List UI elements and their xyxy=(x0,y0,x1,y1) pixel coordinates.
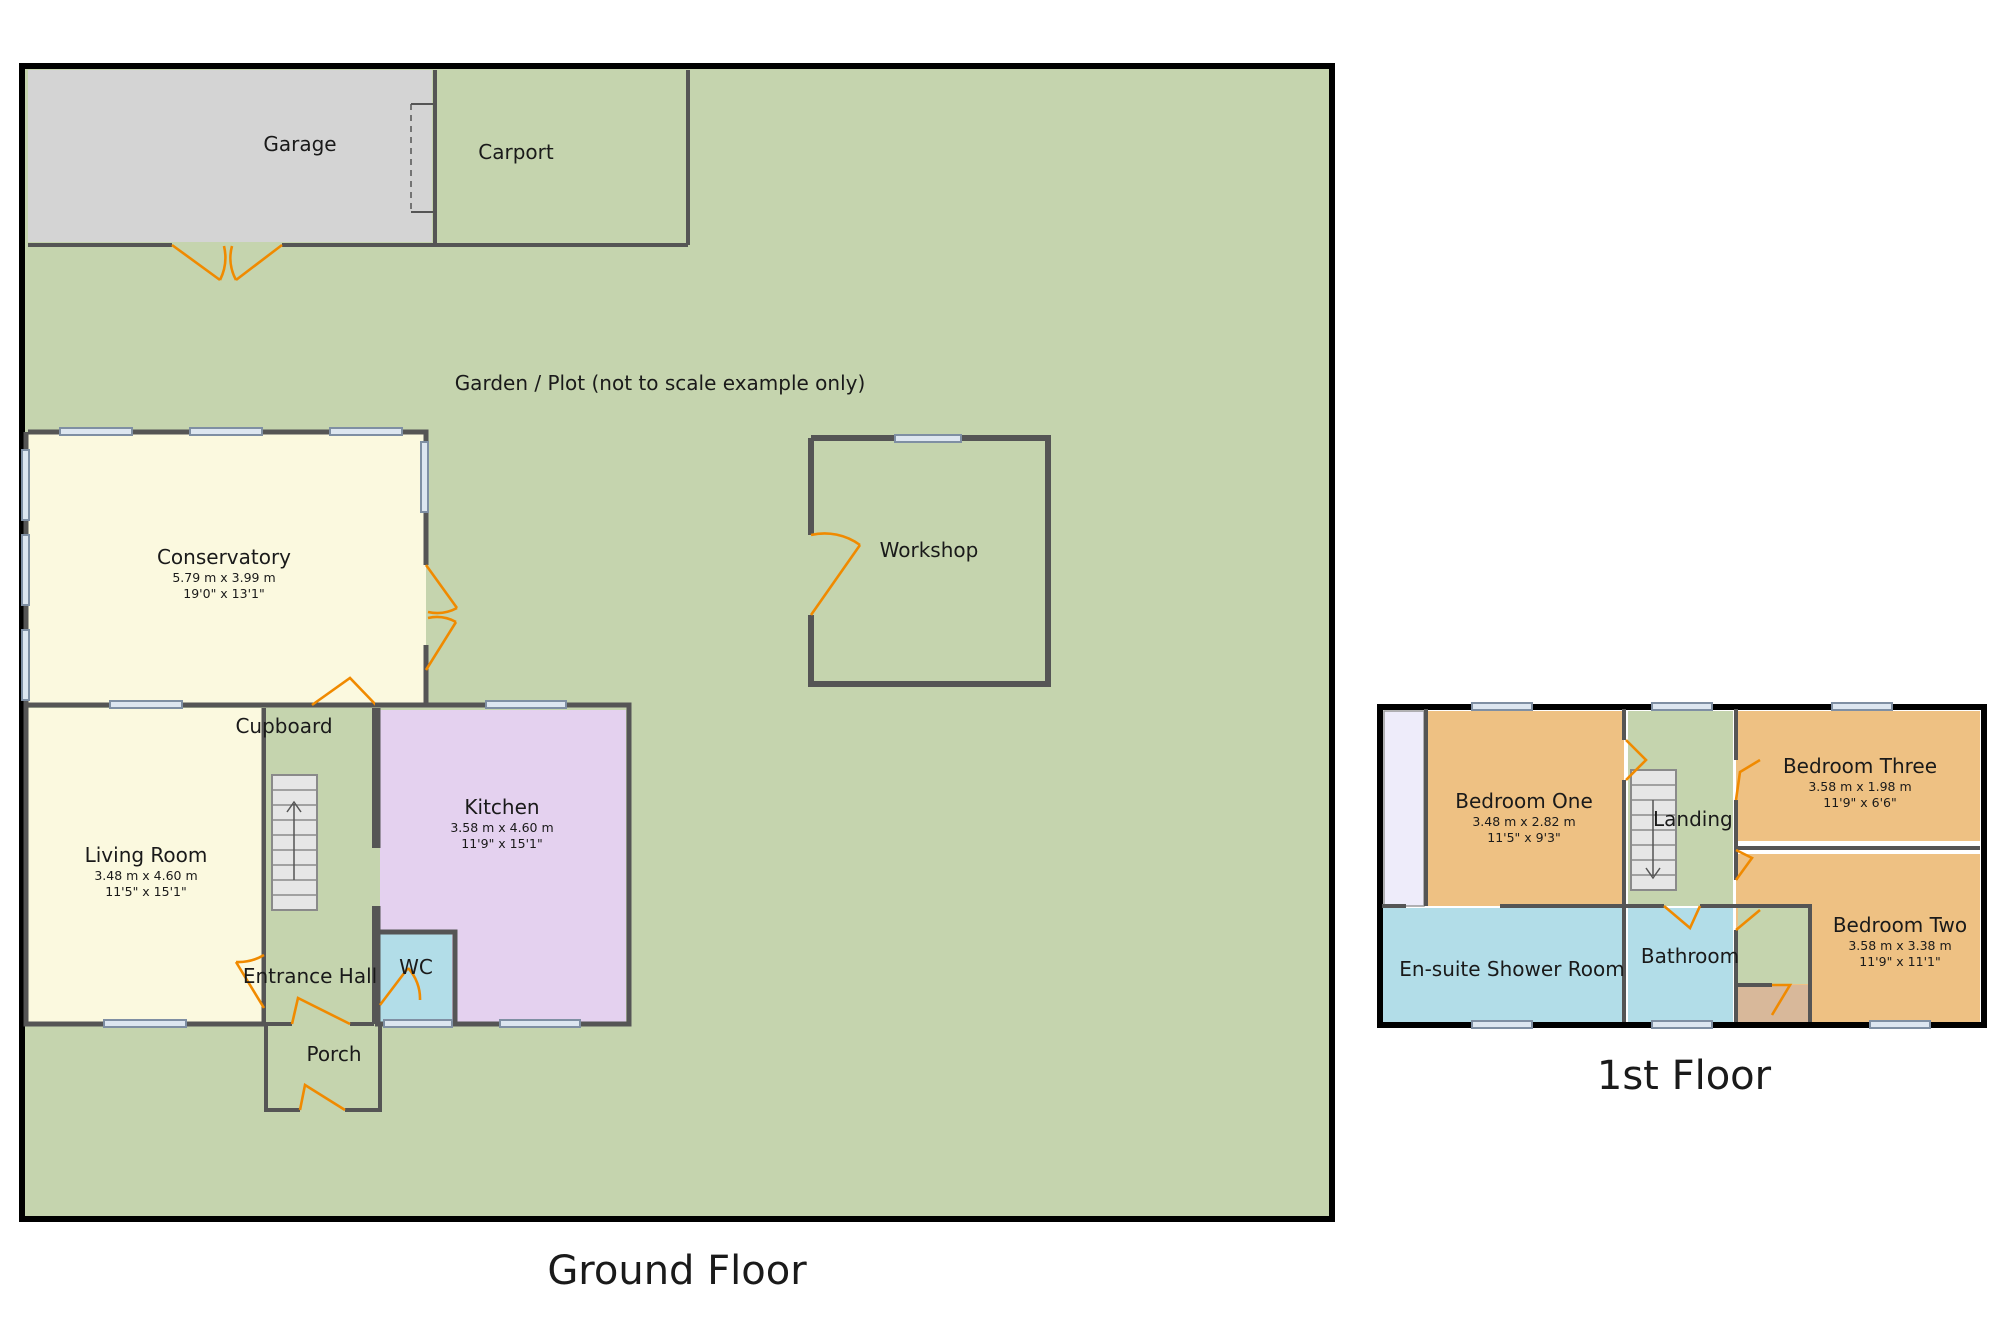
conservatory-french-doors[interactable] xyxy=(424,564,459,671)
kitchen-label: Kitchen xyxy=(464,795,539,819)
bedroom-three-area xyxy=(1736,711,1980,841)
bedroom-two-door[interactable] xyxy=(1734,848,1754,881)
bedroom-two-imperial: 11'9" x 11'1" xyxy=(1859,954,1940,969)
first-staircase xyxy=(1630,769,1677,891)
bedroom-three-door[interactable] xyxy=(1734,758,1761,801)
cupboard-door[interactable] xyxy=(311,676,377,707)
workshop-label: Workshop xyxy=(880,538,979,562)
bedroom-one-door[interactable] xyxy=(1625,739,1648,781)
ground-staircase xyxy=(271,774,318,911)
first-floor-title: 1st Floor xyxy=(1597,1053,1772,1099)
living-room-imperial: 11'5" x 15'1" xyxy=(105,884,186,899)
wc-door[interactable] xyxy=(378,967,422,1006)
entrance-hall-label: Entrance Hall xyxy=(243,964,377,988)
bedroom-one-area xyxy=(1426,711,1624,906)
landing-cupboard-door[interactable] xyxy=(1735,909,1761,931)
landing-cupboard-area xyxy=(1738,908,1810,984)
bedroom-three-metric: 3.58 m x 1.98 m xyxy=(1808,779,1911,794)
porch-label: Porch xyxy=(306,1042,361,1066)
carport-label: Carport xyxy=(478,140,554,164)
bedroom-two-label: Bedroom Two xyxy=(1833,913,1967,937)
cupboard-label: Cupboard xyxy=(235,714,332,738)
garage-area xyxy=(28,70,432,242)
bathroom-door[interactable] xyxy=(1663,905,1702,931)
bedroom-one-imperial: 11'5" x 9'3" xyxy=(1487,830,1560,845)
conservatory-area xyxy=(28,434,426,704)
hall-porch-door[interactable] xyxy=(290,996,351,1026)
garage-double-door[interactable] xyxy=(171,243,283,282)
garden-label: Garden / Plot (not to scale example only… xyxy=(455,371,866,395)
bathroom-area xyxy=(1628,908,1733,1022)
bedroom-two-metric: 3.58 m x 3.38 m xyxy=(1848,938,1951,953)
bedroom-one-label: Bedroom One xyxy=(1455,789,1593,813)
wc-label: WC xyxy=(399,955,433,979)
wardrobe-area xyxy=(1383,710,1425,907)
living-room-label: Living Room xyxy=(85,843,208,867)
landing-label: Landing xyxy=(1653,807,1733,831)
porch-front-door[interactable] xyxy=(298,1082,346,1112)
living-room-area xyxy=(28,708,264,1022)
ensuite-area xyxy=(1382,908,1622,1022)
ground-floor-title: Ground Floor xyxy=(547,1248,807,1294)
first-floor: Bedroom One 3.48 m x 2.82 m 11'5" x 9'3"… xyxy=(1377,702,1987,1099)
kitchen-metric: 3.58 m x 4.60 m xyxy=(450,820,553,835)
bathroom-label: Bathroom xyxy=(1641,944,1739,968)
conservatory-metric: 5.79 m x 3.99 m xyxy=(172,570,275,585)
garage-label: Garage xyxy=(263,132,336,156)
conservatory-label: Conservatory xyxy=(157,545,291,569)
airing-cupboard-area xyxy=(1738,985,1808,1022)
bedroom-three-label: Bedroom Three xyxy=(1783,754,1937,778)
kitchen-imperial: 11'9" x 15'1" xyxy=(461,836,542,851)
bedroom-three-imperial: 11'9" x 6'6" xyxy=(1823,795,1896,810)
airing-cupboard-door[interactable] xyxy=(1770,983,1793,1016)
ground-floor: Garage Carport Garden / Plot (not to sca… xyxy=(19,63,1335,1294)
bedroom-one-metric: 3.48 m x 2.82 m xyxy=(1472,814,1575,829)
living-room-metric: 3.48 m x 4.60 m xyxy=(94,868,197,883)
living-room-door[interactable] xyxy=(234,953,266,1009)
conservatory-imperial: 19'0" x 13'1" xyxy=(183,586,264,601)
workshop-door[interactable] xyxy=(809,532,862,616)
ensuite-label: En-suite Shower Room xyxy=(1399,957,1625,981)
